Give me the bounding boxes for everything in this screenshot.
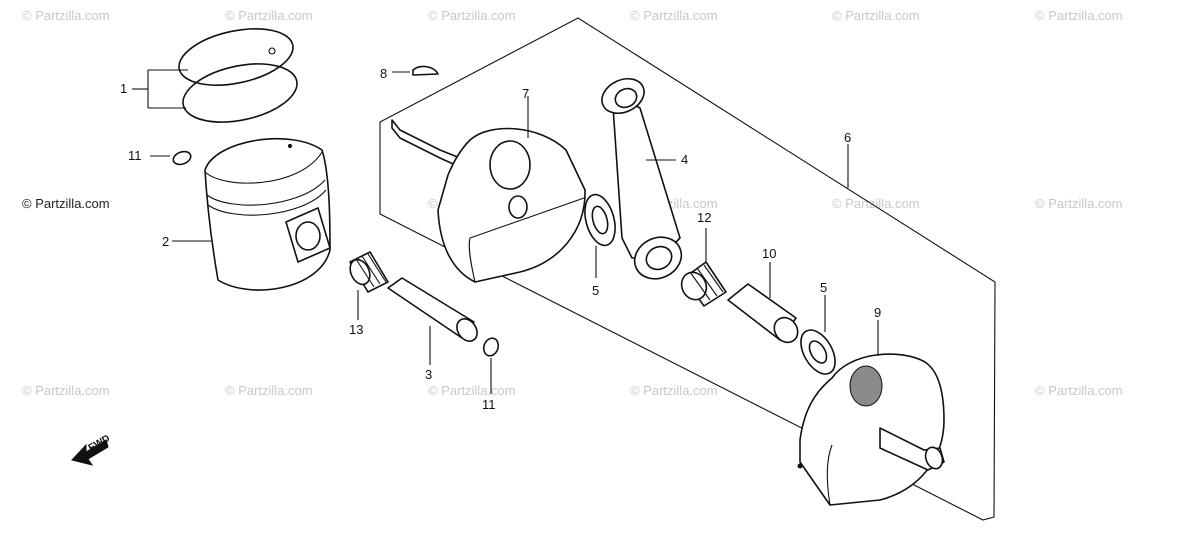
callout-10: 10 [762,246,777,261]
callout-9: 9 [874,305,882,320]
left-crankshaft-shaft [391,119,463,169]
piston-crown-edge [204,151,323,184]
watermark: © Partzilla.com [22,196,110,211]
right-crankweb [799,353,945,506]
assembly-outline [379,17,996,521]
piston-pin-clip-left [172,150,192,166]
bearing-needle [703,264,724,293]
watermark: © Partzilla.com [832,8,920,23]
thrust-washer-left [584,193,616,278]
callout-12: 12 [697,210,712,225]
watermark: © Partzilla.com [630,383,718,398]
connecting-rod-shank [611,91,681,259]
small-end-bearing [349,251,389,320]
piston [172,137,331,291]
left-crankshaft [391,96,586,283]
crankweb-mark [797,463,803,469]
left-crankpin-hole [489,140,531,190]
piston-pin-hole [295,221,321,251]
piston-ring-groove [206,179,326,206]
bearing-needle [355,258,375,288]
connecting-rod-small-end-bore [614,87,638,109]
callout-7: 7 [522,86,530,101]
piston-pin [387,277,478,365]
washer-inner [808,340,828,364]
washer-inner [591,205,609,235]
callout-11: 11 [128,148,142,163]
piston-pin-body [387,277,475,339]
crank-pin [727,262,799,344]
callout-5: 5 [592,283,600,298]
watermark: © Partzilla.com [225,8,313,23]
piston-pin-clip-right [482,337,500,357]
right-crankshaft [797,320,945,506]
callout-6: 6 [844,130,852,145]
washer-outer [800,329,836,375]
piston-mark [287,143,293,149]
piston-pin-end [456,318,478,342]
watermark: © Partzilla.com [1035,8,1123,23]
callout-11: 11 [482,397,496,412]
watermark: © Partzilla.com [832,196,920,211]
watermark: © Partzilla.com [428,383,516,398]
piston-rings [132,28,298,123]
left-crankweb-edge [468,197,585,283]
watermark: © Partzilla.com [22,383,110,398]
callout-1: 1 [120,81,128,96]
watermark: © Partzilla.com [630,8,718,23]
crank-pin-end [773,316,799,344]
piston-ring-bottom [182,63,298,123]
callout-2: 2 [162,234,170,249]
connecting-rod-big-end [633,236,683,280]
watermark: © Partzilla.com [1035,383,1123,398]
bearing-needle [696,267,718,297]
callout-3: 3 [425,367,433,382]
bearing-needle [361,255,381,285]
callout-5: 5 [820,280,828,295]
connecting-rod-big-end-bore [645,245,673,271]
right-crankshaft-spline-end [924,446,944,470]
right-crankpin-hole [849,365,883,407]
left-crankweb-hole [508,195,528,219]
watermark: © Partzilla.com [428,8,516,23]
piston-pin-boss [285,207,331,263]
fwd-arrow-icon [71,439,109,466]
watermark: © Partzilla.com [1035,196,1123,211]
piston-ring-top [178,28,294,86]
woodruff-key [412,65,439,76]
bearing-end [680,271,708,301]
crankpin-bearing [680,228,727,307]
piston-ring-groove [207,189,327,216]
callout-13: 13 [349,322,364,337]
ring-gap-mark [268,47,276,55]
callout-4: 4 [681,152,689,167]
bearing-end [349,258,371,286]
watermark: © Partzilla.com [225,383,313,398]
watermark: © Partzilla.com [22,8,110,23]
connecting-rod [601,77,683,280]
callout-8: 8 [380,66,388,81]
bearing-needle [689,271,711,301]
forward-direction-arrow [71,439,109,466]
washer-outer [584,193,616,247]
thrust-washer-right [800,295,836,375]
right-crankweb-edge [826,444,833,506]
bearing-needle [367,253,387,283]
